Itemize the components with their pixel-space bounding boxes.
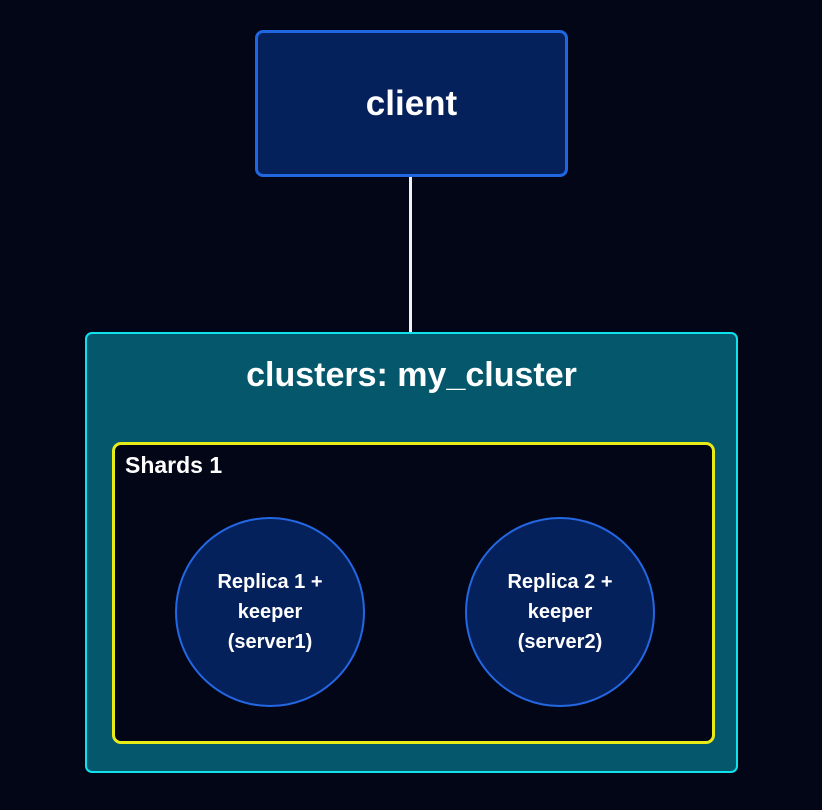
replica-label-line: Replica 2 + [507, 571, 613, 593]
replica-node-1: Replica 1 + keeper (server1) [175, 517, 365, 707]
replica-label-line: keeper [237, 601, 303, 623]
replica-label-line: Replica 1 + [217, 571, 323, 593]
shard-container: Shards 1 Replica 1 + keeper (server1) Re… [112, 442, 715, 744]
replica-node-2: Replica 2 + keeper (server2) [465, 517, 655, 707]
cluster-container: clusters: my_cluster Shards 1 Replica 1 … [85, 332, 738, 773]
replica-node-2-label: Replica 2 + keeper (server2) [507, 567, 612, 657]
replica-label-line: (server1) [227, 631, 313, 653]
replica-node-1-label: Replica 1 + keeper (server1) [217, 567, 322, 657]
replica-label-line: keeper [527, 601, 593, 623]
client-cluster-connector-line [409, 177, 412, 332]
shard-label: Shards 1 [125, 452, 223, 478]
replica-label-line: (server2) [517, 631, 603, 653]
client-node: client [255, 30, 568, 177]
client-node-label: client [365, 83, 458, 123]
cluster-title: clusters: my_cluster [246, 356, 577, 394]
